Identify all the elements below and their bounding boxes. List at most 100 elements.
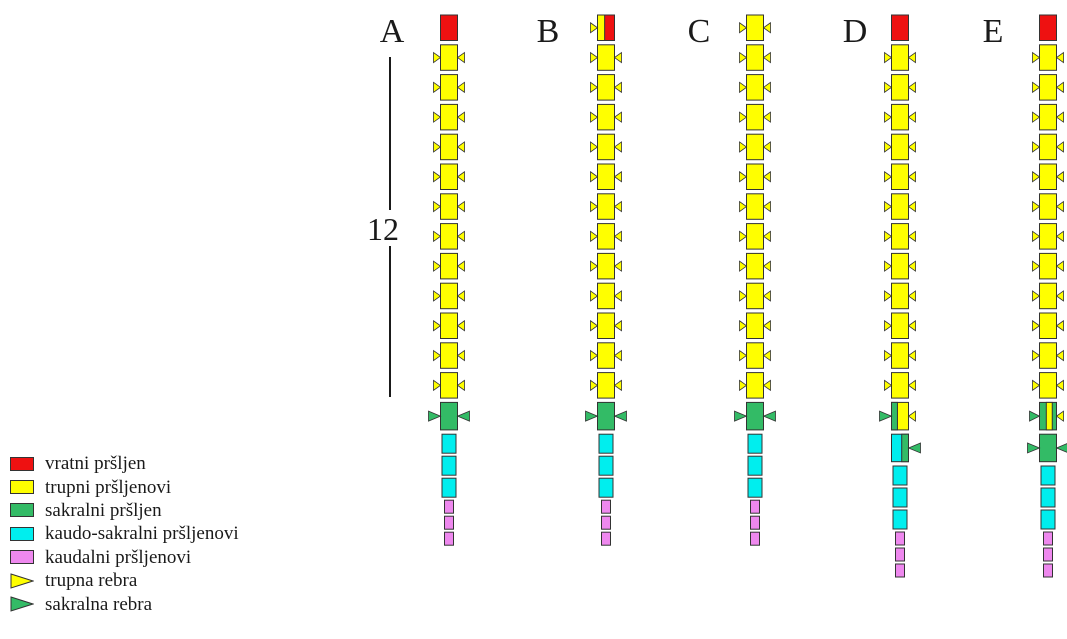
trunk-rib-left [433,349,442,362]
trunk-rib-left [590,111,599,123]
trunk-rib-right [456,290,465,302]
trunk-rib-right [907,141,916,153]
legend-item: kaudalni pršljenovi [10,546,350,569]
trunk-rib-right [613,200,622,213]
trunk-rib-left [739,141,748,153]
trunk-vertebra [597,252,615,280]
rib-triangle-icon [10,596,34,612]
trunk-rib-right [1055,51,1064,64]
trunk-rib-right [456,81,465,94]
sacral-vertebra [597,401,615,431]
trunk-vertebra [746,44,764,71]
legend-swatch [10,480,34,495]
trunk-vertebra [1039,193,1057,220]
caudosacral-vertebra [1040,509,1056,530]
trunk-rib-left [739,349,748,362]
trunk-vertebra [597,223,615,250]
trunk-rib-right [762,379,771,392]
trunk-vertebra [746,282,764,310]
caudal-vertebra [895,547,905,562]
legend-label: trupni pršljenovi [45,476,172,498]
trunk-vertebra [746,342,764,369]
sacral-rib-left [1027,442,1041,454]
trunk-rib-left [884,260,893,272]
trunk-vertebra [440,74,458,101]
trunk-rib-right [456,141,465,153]
trunk-rib-right [907,410,916,422]
trunk-rib-right [613,290,622,302]
trunk-vertebra [746,312,764,339]
legend-label: kaudalni pršljenovi [45,546,192,568]
trunk-vertebra [1039,163,1057,190]
sacral-rib-left [879,410,893,422]
trunk-rib-right [456,379,465,392]
trunk-vertebra [746,252,764,280]
trunk-rib-left [1032,260,1041,272]
trunk-rib-left [433,81,442,94]
sacral-vertebra [746,401,764,431]
legend-label: vratni pršljen [45,453,146,475]
trunk-rib-left [590,349,599,362]
legend-item: kaudo-sakralni pršljenovi [10,522,350,545]
column-label: B [537,13,560,50]
trunk-rib-left [433,319,442,332]
trunk-vertebra [746,223,764,250]
caudosacral-vertebra [1040,465,1056,486]
trunk-vertebra [440,193,458,220]
trunk-rib-left [884,349,893,362]
caudal-vertebra [895,563,905,578]
trunk-rib-right [762,170,771,183]
trunk-rib-left [739,260,748,272]
legend-label: sakralni pršljen [45,499,162,521]
trunk-rib-right [907,379,916,392]
trunk-rib-right [762,51,771,64]
trunk-rib-left [884,379,893,392]
trunk-vertebra [440,133,458,161]
trunk-vertebra [440,103,458,131]
trunk-vertebra [891,252,909,280]
trunk-rib-right [762,81,771,94]
trunk-vertebra [1039,312,1057,339]
trunk-rib-left [739,21,748,34]
trunk-vertebra [1039,372,1057,399]
trunk-rib-right [907,319,916,332]
trunk-rib-left [590,319,599,332]
caudal-vertebra [1043,531,1053,546]
trunk-vertebra [440,223,458,250]
trunk-rib-right [762,141,771,153]
column-label: A [380,13,405,50]
caudosacral-vertebra [1040,487,1056,508]
trunk-rib-left [1032,81,1041,94]
column-c: C [688,13,776,546]
caudosacral-vertebra [747,477,763,498]
trunk-vertebra [440,163,458,190]
trunk-rib-left [739,290,748,302]
sacral-rib-left [428,410,442,422]
trunk-vertebra [597,312,615,339]
trunk-vertebra [891,193,909,220]
sacral-rib-left [585,410,599,422]
trunk-vertebra [746,163,764,190]
caudal-vertebra [750,515,760,530]
trunk-rib-right [456,319,465,332]
trunk-rib-left [433,230,442,243]
column-d: D [843,13,921,578]
caudal-vertebra [895,531,905,546]
legend-label: trupna rebra [45,570,138,592]
trunk-rib-left [884,230,893,243]
caudal-vertebra [750,499,760,514]
sacral-rib-left [734,410,748,422]
trunk-rib-right [1055,200,1064,213]
legend-item: trupni pršljenovi [10,475,350,498]
trunk-rib-right [1055,141,1064,153]
trunk-rib-right [613,349,622,362]
trunk-vertebra [1039,342,1057,369]
caudosacral-vertebra [892,465,908,486]
trunk-rib-left [590,21,599,34]
trunk-rib-right [1055,290,1064,302]
legend-swatch [10,526,34,541]
trunk-vertebra [1039,223,1057,250]
trunk-rib-right [456,349,465,362]
caudosacral-vertebra [441,433,457,454]
